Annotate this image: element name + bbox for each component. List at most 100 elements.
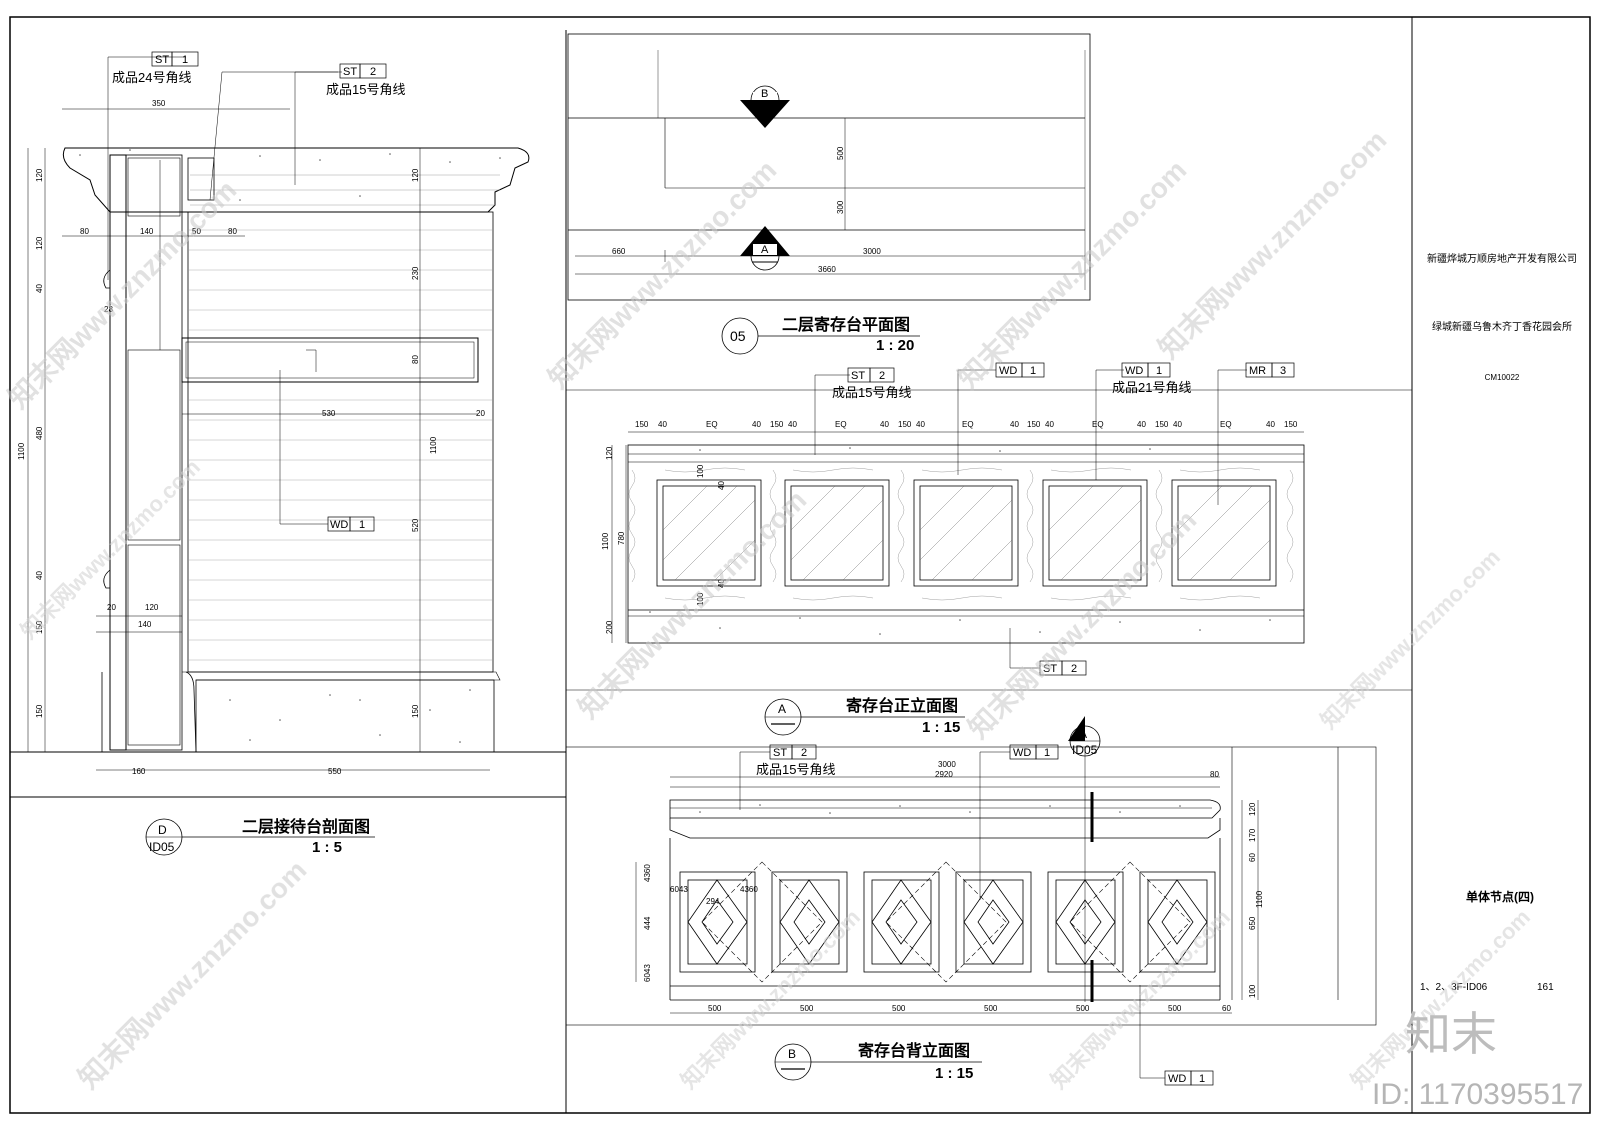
- tag-st1-num: 1: [182, 54, 188, 66]
- watermark-6: 知末网www.znzmo.com: [676, 904, 865, 1093]
- watermark-10: 知末网www.znzmo.com: [1152, 123, 1393, 364]
- back-bottom-dim: 500: [984, 1004, 998, 1013]
- front-tag-st2-code: ST: [851, 370, 865, 382]
- dim-140b: 140: [138, 620, 152, 629]
- front-tag-st2-num: 2: [879, 370, 885, 382]
- title-block: 新疆烨城万顺房地产开发有限公司 绿城新疆乌鲁木齐丁香花园会所 CM10022 单…: [1420, 252, 1577, 993]
- back-bottom-dim: 500: [1168, 1004, 1182, 1013]
- dim-140: 140: [140, 227, 154, 236]
- watermark-logo: 知末: [1405, 1008, 1497, 1060]
- back-dim-right-100: 100: [1248, 984, 1257, 998]
- dim-left-40b: 40: [35, 571, 44, 580]
- dim-120: 120: [145, 603, 159, 612]
- back-panels: [679, 871, 1216, 973]
- section-d-marker-letter: D: [158, 823, 167, 837]
- back-b-marker-letter: B: [788, 1047, 796, 1061]
- front-top-dim: 150: [770, 420, 784, 429]
- front-top-dim: 40: [1045, 420, 1054, 429]
- plan-05-drawing: [567, 33, 1091, 301]
- back-bottom-dim: 500: [708, 1004, 722, 1013]
- back-dim-right-650: 650: [1248, 916, 1257, 930]
- plan-marker-b-arrow: [740, 100, 790, 128]
- sheet-number: 161: [1537, 982, 1554, 993]
- front-top-dim: 150: [1027, 420, 1041, 429]
- section-d-stone-hatch: [79, 149, 501, 743]
- front-tag-wd1b-code: WD: [1125, 365, 1143, 377]
- dim-bottom-160: 160: [132, 767, 146, 776]
- front-top-dim: EQ: [962, 420, 974, 429]
- back-tag-wd1b-code: WD: [1168, 1073, 1186, 1085]
- project-name: 绿城新疆乌鲁木齐丁香花园会所: [1432, 320, 1572, 333]
- dim-80b: 80: [228, 227, 237, 236]
- back-note-st2: 成品15号角线: [756, 762, 835, 777]
- plan-dim-300: 300: [836, 200, 845, 214]
- plan-marker-a-arrow: [740, 226, 790, 256]
- plan-dim-3660: 3660: [818, 265, 836, 274]
- back-dim-left-6043b: 6043: [643, 964, 652, 982]
- front-dim-1100: 1100: [601, 532, 610, 550]
- dim-inner-520: 520: [411, 518, 420, 532]
- sheet-ref: 1、2、3F-ID06: [1420, 982, 1488, 993]
- front-top-dim: EQ: [1092, 420, 1104, 429]
- front-dim-100b: 100: [696, 592, 705, 606]
- sheet-title: 单体节点(四): [1466, 889, 1534, 904]
- front-a-marker-letter: A: [778, 702, 786, 716]
- front-top-dim: 40: [752, 420, 761, 429]
- front-tag-st2b-num: 2: [1071, 663, 1077, 675]
- back-dim-3000: 3000: [938, 760, 956, 769]
- front-top-dim: EQ: [1220, 420, 1232, 429]
- company-name: 新疆烨城万顺房地产开发有限公司: [1427, 252, 1577, 265]
- front-tag-wd1a-code: WD: [999, 365, 1017, 377]
- dim-80a: 80: [80, 227, 89, 236]
- section-d-title: 二层接待台剖面图: [242, 817, 370, 836]
- dim-left-28: 28: [104, 305, 113, 314]
- back-dim-2920: 2920: [935, 770, 953, 779]
- back-dim-right-1100: 1100: [1255, 890, 1264, 908]
- dim-left-120b: 120: [35, 236, 44, 250]
- front-top-dim: 40: [658, 420, 667, 429]
- plan-dim-660: 660: [612, 247, 626, 256]
- dim-left-150a: 150: [35, 620, 44, 634]
- back-tag-wd1a-num: 1: [1044, 747, 1050, 759]
- back-tag-wd1b-num: 1: [1199, 1073, 1205, 1085]
- plan-dim-3000: 3000: [863, 247, 881, 256]
- front-dim-780: 780: [617, 531, 626, 545]
- front-dim-40b: 40: [717, 579, 726, 588]
- back-dim-80: 80: [1210, 770, 1219, 779]
- back-b-scale: 1 : 15: [935, 1065, 973, 1082]
- back-tag-st2-num: 2: [801, 747, 807, 759]
- tag-st2-code: ST: [343, 66, 357, 78]
- dim-20a: 20: [107, 603, 116, 612]
- dim-inner-530: 530: [322, 409, 336, 418]
- plan-marker-a: A: [761, 244, 769, 256]
- front-top-dim: EQ: [706, 420, 718, 429]
- back-dim-left-294: 294: [706, 897, 720, 906]
- front-tag-wd1b-num: 1: [1156, 365, 1162, 377]
- front-dim-40a: 40: [717, 481, 726, 490]
- watermark-5: 知末网www.znzmo.com: [572, 483, 813, 724]
- dim-inner-1100: 1100: [429, 436, 438, 454]
- back-tag-wd1a-code: WD: [1013, 747, 1031, 759]
- back-dim-left-6043a: 6043: [670, 885, 688, 894]
- watermark-3: 知末网www.znzmo.com: [72, 853, 313, 1094]
- front-a-labels: ST 2 成品15号角线 WD 1 WD 1 成品21号角线 MR 3 ST 2…: [601, 362, 1298, 736]
- section-d-labels: ST 1 成品24号角线 ST 2 成品15号角线 WD 1 350 80 14…: [17, 51, 485, 856]
- back-tag-st2-code: ST: [773, 747, 787, 759]
- plan-05-scale: 1 : 20: [876, 337, 914, 354]
- back-section-marker-ref: ID05: [1072, 743, 1098, 757]
- front-top-dim: 150: [1284, 420, 1298, 429]
- back-section-marker-letter: A: [1079, 727, 1087, 741]
- watermarks: 知末网www.znzmo.com 知末网www.znzmo.com 知末网www…: [2, 123, 1535, 1094]
- back-bottom-dim: 500: [1076, 1004, 1090, 1013]
- dim-inner-150: 150: [411, 704, 420, 718]
- front-note-st2: 成品15号角线: [832, 385, 911, 400]
- watermark-11: 知末网www.znzmo.com: [1316, 544, 1505, 733]
- dim-left-480: 480: [35, 426, 44, 440]
- dim-bottom-550: 550: [328, 767, 342, 776]
- plan-dim-500: 500: [836, 146, 845, 160]
- front-tag-mr3-num: 3: [1280, 365, 1286, 377]
- front-top-dim: 40: [916, 420, 925, 429]
- dim-50: 50: [192, 227, 201, 236]
